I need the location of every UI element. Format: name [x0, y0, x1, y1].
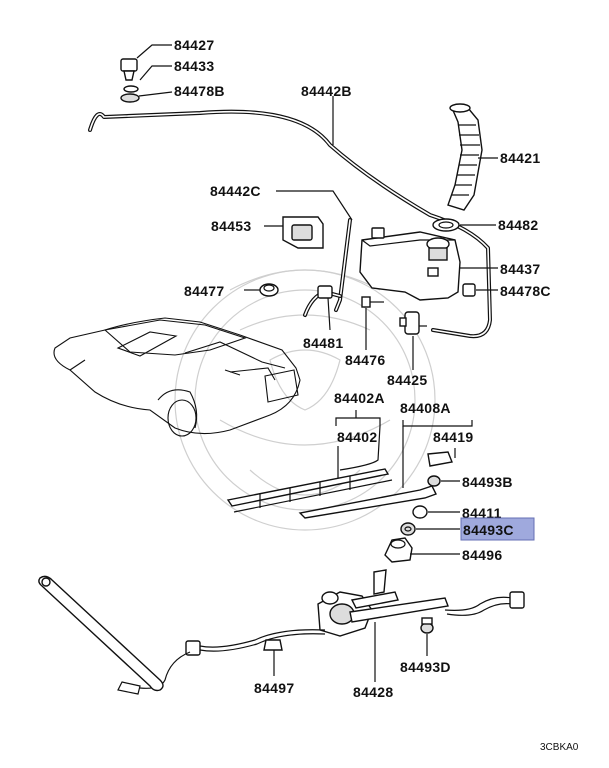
- nozzle-84427[interactable]: [120, 58, 138, 81]
- label-84427[interactable]: 84427: [174, 37, 214, 53]
- label-84433[interactable]: 84433: [174, 58, 214, 74]
- grommet-84477[interactable]: [259, 283, 279, 297]
- label-84493C[interactable]: 84493C: [463, 522, 514, 538]
- wiper-blade-84402[interactable]: [226, 468, 393, 513]
- label-84482[interactable]: 84482: [498, 217, 538, 233]
- grommet-84497[interactable]: [263, 639, 283, 651]
- wiper-arm-84408A[interactable]: [298, 485, 437, 519]
- hose-84442C[interactable]: [334, 218, 352, 312]
- link-rod[interactable]: [38, 575, 164, 692]
- filler-neck-84421[interactable]: [447, 103, 483, 211]
- clip-84478C[interactable]: [462, 283, 476, 297]
- boot-84496[interactable]: [384, 537, 413, 563]
- label-84453[interactable]: 84453: [211, 218, 251, 234]
- reservoir-tank-84437[interactable]: [359, 227, 461, 301]
- label-84497[interactable]: 84497: [254, 680, 294, 696]
- bolt-84476[interactable]: [361, 296, 384, 350]
- label-84428[interactable]: 84428: [353, 684, 393, 700]
- label-84437[interactable]: 84437: [500, 261, 540, 277]
- label-84442B[interactable]: 84442B: [301, 83, 352, 99]
- label-84402[interactable]: 84402: [337, 429, 377, 445]
- label-84496[interactable]: 84496: [462, 547, 502, 563]
- grommet-84478B[interactable]: [120, 93, 140, 103]
- label-84442C[interactable]: 84442C: [210, 183, 261, 199]
- label-84476[interactable]: 84476: [345, 352, 385, 368]
- valve-84481[interactable]: [303, 285, 342, 331]
- wire-harness[interactable]: [117, 591, 525, 695]
- highlight-84493C: [460, 517, 535, 541]
- label-84419[interactable]: 84419: [433, 429, 473, 445]
- washer-84411[interactable]: [412, 505, 428, 519]
- nut-84433[interactable]: [123, 85, 139, 93]
- nut-84493D[interactable]: [420, 617, 434, 634]
- label-84493D[interactable]: 84493D: [400, 659, 451, 675]
- nut-84493B[interactable]: [427, 475, 441, 487]
- label-84493B[interactable]: 84493B: [462, 474, 513, 490]
- label-84425[interactable]: 84425: [387, 372, 427, 388]
- label-84481[interactable]: 84481: [303, 335, 343, 351]
- label-84478B[interactable]: 84478B: [174, 83, 225, 99]
- label-84478C[interactable]: 84478C: [500, 283, 551, 299]
- cover-84453[interactable]: [282, 216, 324, 249]
- hose-84442B[interactable]: [88, 109, 492, 339]
- label-84477[interactable]: 84477: [184, 283, 224, 299]
- diagram-code: 3CBKA0: [540, 742, 579, 753]
- wiper-motor-linkage-84428[interactable]: [317, 569, 449, 637]
- label-84408A[interactable]: 84408A: [400, 400, 451, 416]
- cap-84419[interactable]: [427, 451, 453, 467]
- pump-84425[interactable]: [399, 311, 427, 370]
- label-84402A[interactable]: 84402A: [334, 390, 385, 406]
- seal-84482[interactable]: [432, 218, 460, 232]
- label-84411[interactable]: 84411: [462, 505, 502, 521]
- nut-84493C[interactable]: [400, 522, 416, 536]
- label-84421[interactable]: 84421: [500, 150, 540, 166]
- car-outline: [53, 317, 301, 437]
